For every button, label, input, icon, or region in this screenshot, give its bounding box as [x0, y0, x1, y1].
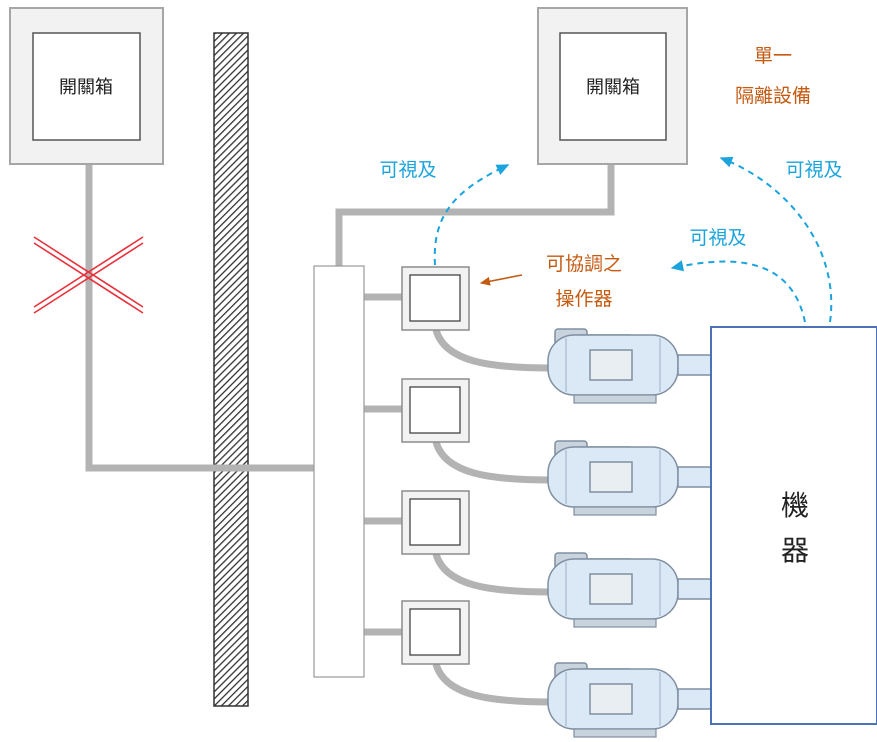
- visible-arrow-machine-to-box: [719, 156, 833, 323]
- operator-2: [401, 378, 470, 443]
- cables: [85, 164, 615, 706]
- motor-cable-1: [432, 328, 553, 372]
- visible-label-top: 可視及: [379, 159, 436, 181]
- motor-2: [547, 440, 713, 516]
- left-switch-box: 開關箱: [9, 7, 164, 165]
- visibility-arrows: [433, 156, 833, 323]
- operator-1: [401, 266, 470, 331]
- operator-note-line2: 操作器: [555, 288, 612, 310]
- operator-note-arrow: [479, 274, 523, 286]
- visible-arrow-operator-to-box: [433, 164, 510, 266]
- isolation-note-line2: 隔離設備: [735, 85, 811, 107]
- wall: [213, 32, 249, 707]
- motor-1: [547, 328, 713, 404]
- operator-3: [401, 490, 470, 555]
- right-cable: [335, 164, 615, 267]
- motor-cable-3: [432, 552, 553, 596]
- left-switch-box-label: 開關箱: [59, 77, 113, 98]
- motor-4: [547, 662, 713, 738]
- visible-label-right-top: 可視及: [785, 159, 842, 181]
- machine-label-2: 器: [781, 534, 809, 567]
- right-switch-box-label: 開關箱: [586, 77, 640, 98]
- motor-3: [547, 552, 713, 628]
- machine-label-1: 機: [781, 489, 809, 522]
- left-cable: [85, 164, 314, 472]
- visible-arrow-machine-to-operator: [670, 260, 806, 323]
- isolation-note-line1: 單一: [754, 45, 792, 67]
- distribution-bus: [313, 265, 365, 678]
- operator-4: [401, 600, 470, 665]
- motor-cable-2: [432, 440, 553, 484]
- visible-label-right-mid: 可視及: [689, 227, 746, 249]
- operator-note-line1: 可協調之: [546, 253, 622, 275]
- not-allowed-cross-icon: [33, 236, 144, 314]
- machine-box: [710, 326, 877, 725]
- right-switch-box: 開關箱: [537, 7, 688, 165]
- motor-cable-4: [432, 662, 553, 706]
